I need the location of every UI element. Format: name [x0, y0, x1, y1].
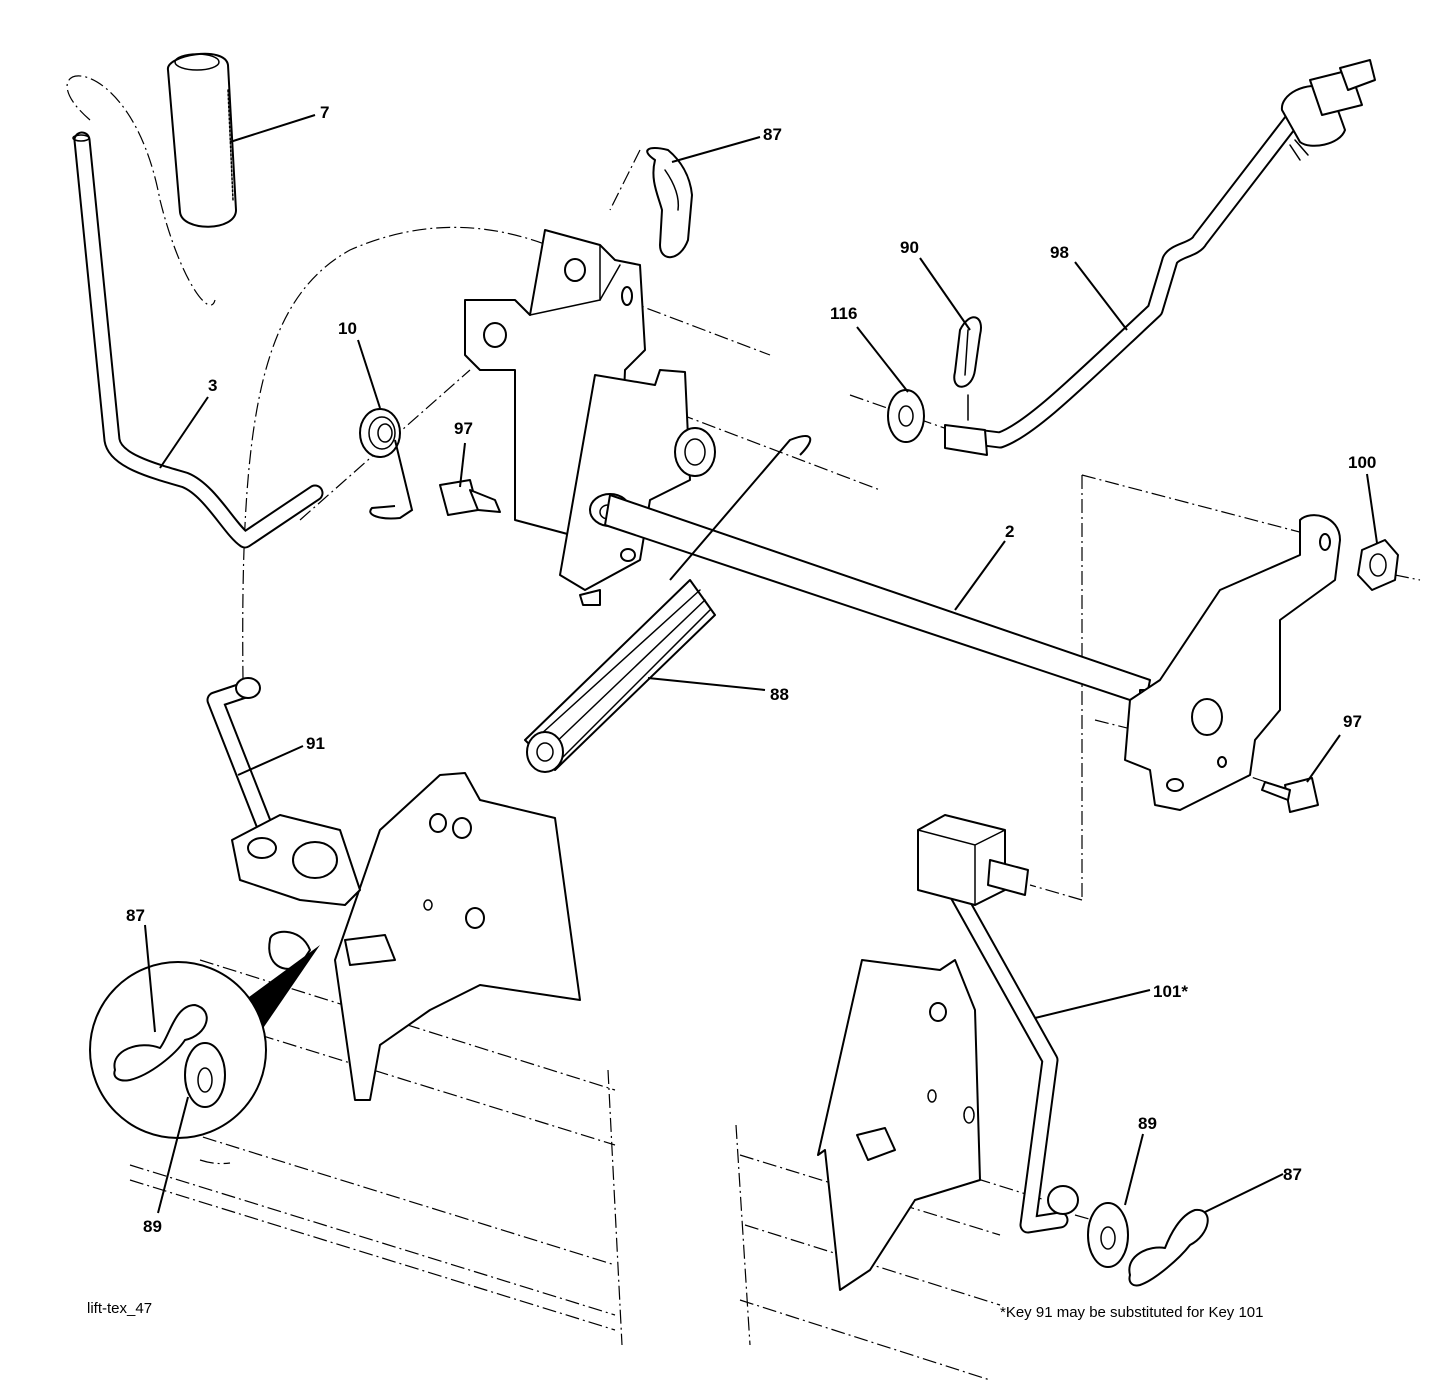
callout-101: 101*	[1153, 982, 1188, 1001]
callout-97-upper: 97	[454, 419, 473, 438]
lift-link-101-part	[917, 814, 1079, 1234]
hex-nut-part	[1357, 539, 1399, 591]
callout-10: 10	[338, 319, 357, 338]
leader-lines	[144, 114, 1378, 1214]
callout-labels: 7 87 90 98 116 10 3 97 100 2 88 97 91 87…	[126, 103, 1376, 1236]
callout-88: 88	[770, 685, 789, 704]
callout-2: 2	[1005, 522, 1014, 541]
callout-97-right: 97	[1343, 712, 1362, 731]
shoulder-bolt-part-upper	[439, 479, 501, 516]
callout-98: 98	[1050, 243, 1069, 262]
callout-100: 100	[1348, 453, 1376, 472]
callout-87-detail: 87	[126, 906, 145, 925]
callout-3: 3	[208, 376, 217, 395]
callout-116: 116	[830, 304, 857, 323]
callout-89-detail: 89	[143, 1217, 162, 1236]
substitution-note: *Key 91 may be substituted for Key 101	[1000, 1304, 1264, 1321]
left-deck-hanger-part	[231, 772, 581, 1101]
hairpin-clip-part-lower-right	[1128, 1208, 1209, 1287]
shoulder-bolt-part-right	[1261, 777, 1319, 813]
right-deck-hanger-part	[817, 959, 981, 1291]
lift-link-crank-part	[206, 677, 279, 849]
lift-lever-part	[72, 131, 324, 549]
callout-90: 90	[900, 238, 919, 257]
grip-handle-part	[167, 52, 237, 228]
callout-91: 91	[306, 734, 325, 753]
washer-part-lower-right	[1087, 1202, 1129, 1268]
drawing-id: lift-tex_47	[87, 1300, 152, 1317]
detail-magnifier	[89, 945, 320, 1139]
callout-89-right: 89	[1138, 1114, 1157, 1133]
cotter-pin-part	[953, 316, 982, 421]
callout-87-upper: 87	[763, 125, 782, 144]
washer-part	[887, 389, 925, 443]
extension-spring-part	[524, 435, 812, 773]
callout-7: 7	[320, 103, 329, 122]
hairpin-clip-part-upper	[646, 147, 693, 259]
assembly-centerlines	[66, 75, 1421, 1381]
lift-arm-bracket-part	[1124, 514, 1341, 811]
torsion-spring-part	[359, 408, 414, 520]
callout-87-right: 87	[1283, 1165, 1302, 1184]
lift-link-rod-part	[944, 59, 1376, 456]
